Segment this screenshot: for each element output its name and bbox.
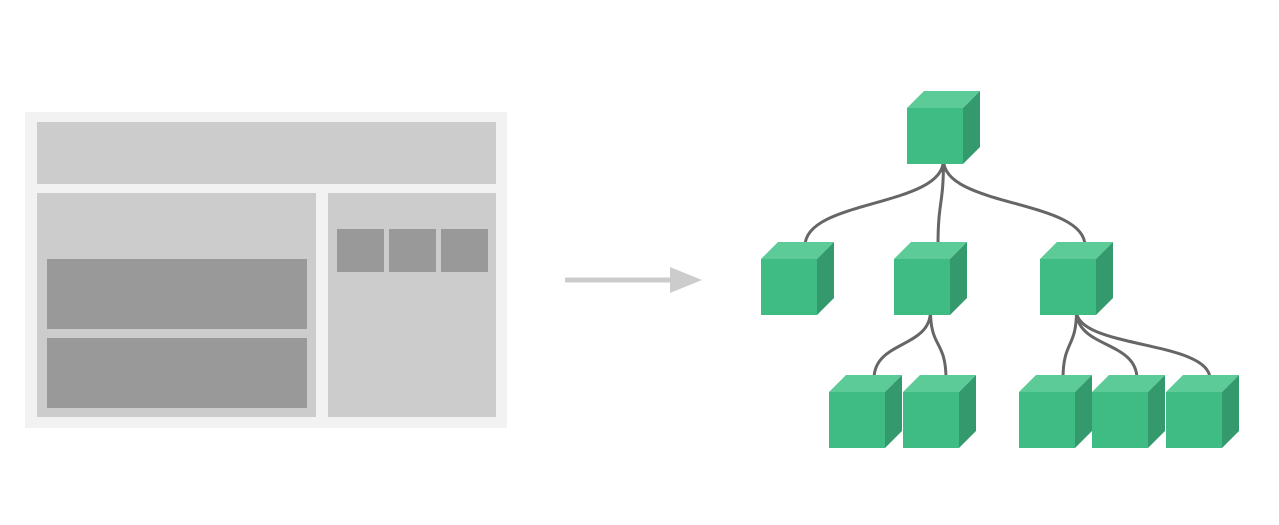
cube-front-face: [761, 259, 817, 315]
cube-icon: [907, 91, 980, 164]
tree-connector: [936, 158, 945, 248]
tree-nodes: [761, 91, 1239, 448]
cube-icon: [1166, 375, 1239, 448]
cube-side-face: [959, 375, 976, 448]
cube-top-face: [1019, 375, 1092, 392]
cube-front-face: [894, 259, 950, 315]
cube-front-face: [1166, 392, 1222, 448]
cube-side-face: [1148, 375, 1165, 448]
cube-top-face: [829, 375, 902, 392]
cube-front-face: [907, 108, 963, 164]
cube-side-face: [1075, 375, 1092, 448]
tree-connectors: [803, 158, 1212, 381]
cube-icon: [1040, 242, 1113, 315]
cube-side-face: [950, 242, 967, 315]
cube-icon: [829, 375, 902, 448]
cube-top-face: [1040, 242, 1113, 259]
cube-top-face: [903, 375, 976, 392]
tree-connector: [1075, 309, 1212, 381]
cube-side-face: [885, 375, 902, 448]
cube-icon: [761, 242, 834, 315]
cube-front-face: [1040, 259, 1096, 315]
tree-connector: [942, 158, 1087, 248]
cube-side-face: [1222, 375, 1239, 448]
cube-icon: [894, 242, 967, 315]
tree-connector: [1075, 309, 1139, 381]
cube-icon: [1092, 375, 1165, 448]
cube-icon: [903, 375, 976, 448]
cube-top-face: [761, 242, 834, 259]
cube-front-face: [829, 392, 885, 448]
cube-side-face: [817, 242, 834, 315]
wireframe-sidebar-block: [389, 229, 436, 272]
cube-front-face: [1019, 392, 1075, 448]
cube-front-face: [1092, 392, 1148, 448]
cube-side-face: [1096, 242, 1113, 315]
wireframe-main-block: [47, 338, 307, 408]
tree-connector: [929, 309, 948, 381]
wireframe-header: [37, 122, 496, 184]
cube-side-face: [963, 91, 980, 164]
wireframe-main-block: [47, 259, 307, 329]
cube-front-face: [903, 392, 959, 448]
wireframe-sidebar-block: [441, 229, 488, 272]
tree-connector: [803, 158, 945, 248]
cube-top-face: [1166, 375, 1239, 392]
tree-connector: [872, 309, 932, 381]
page-wireframe: [25, 112, 507, 428]
cube-top-face: [894, 242, 967, 259]
wireframe-sidebar-panel: [328, 193, 496, 417]
cube-top-face: [1092, 375, 1165, 392]
arrow-head: [670, 267, 702, 293]
tree-connector: [1061, 309, 1078, 381]
right-arrow-icon: [565, 267, 702, 293]
cube-icon: [1019, 375, 1092, 448]
wireframe-sidebar-block: [337, 229, 384, 272]
cube-top-face: [907, 91, 980, 108]
